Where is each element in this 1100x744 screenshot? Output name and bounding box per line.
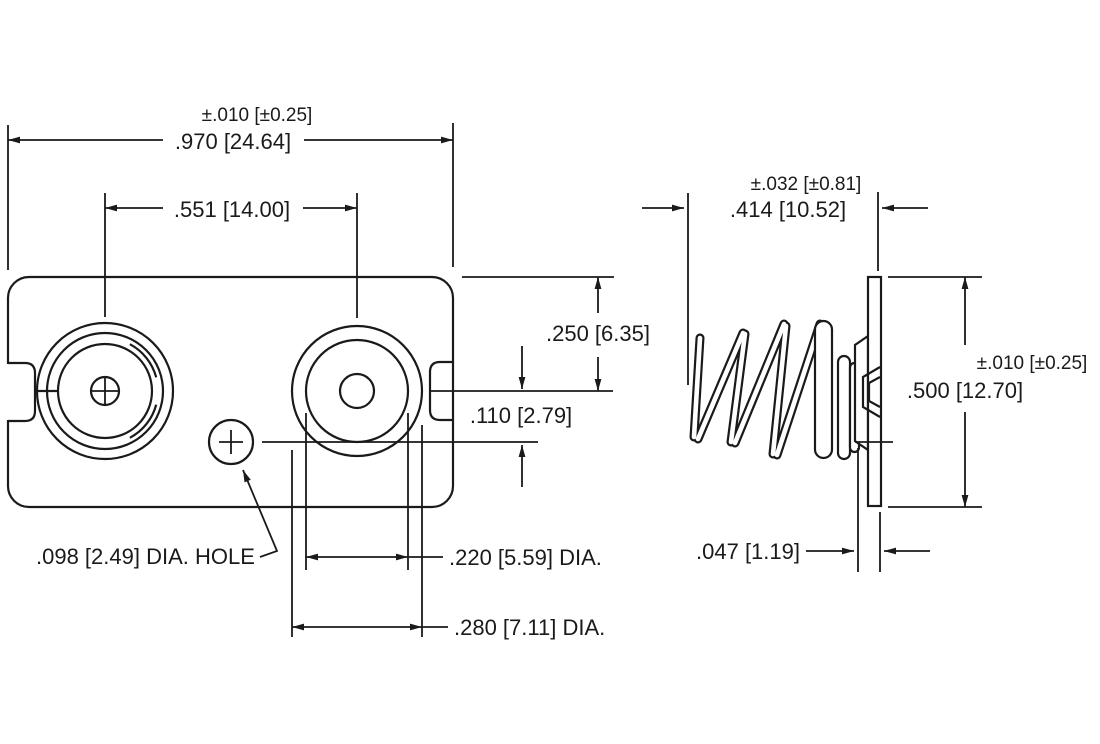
hole-callout-label: .098 [2.49] DIA. HOLE: [36, 544, 255, 569]
rivet-hole: [207, 418, 255, 466]
dim-contact-inner-diameter: .220 [5.59] DIA.: [305, 413, 602, 570]
plate-height-label: .500 [12.70]: [907, 378, 1023, 403]
contact-crimp-arc-bottom: [129, 404, 158, 439]
top-edge-to-center-label: .250 [6.35]: [546, 321, 650, 346]
spring-seat-coil-1: [836, 354, 852, 461]
rivet-flange: [853, 333, 870, 453]
left-edge-notch: [6, 361, 37, 423]
spring-coils: [689, 319, 861, 461]
dim-top-edge-to-center: .250 [6.35]: [430, 276, 650, 392]
dim-center-to-hole: .110 [2.79]: [262, 346, 572, 487]
plate-height-tolerance-label: ±.010 [±0.25]: [977, 353, 1088, 374]
plate-thickness-label: .047 [1.19]: [696, 539, 800, 564]
contact-inner-diameter-label: .220 [5.59] DIA.: [449, 545, 602, 570]
right-contact-terminal: [290, 324, 424, 458]
dim-overall-width: ±.010 [±0.25] .970 [24.64]: [7, 105, 454, 270]
hole-cross-mark: [219, 430, 243, 454]
spring-end-coil: [813, 319, 834, 460]
dim-contact-outer-diameter: .280 [7.11] DIA.: [291, 425, 605, 640]
contact-crimp-arc-top: [129, 343, 158, 378]
center-to-hole-label: .110 [2.79]: [470, 403, 572, 428]
contact-spacing-label: .551 [14.00]: [174, 197, 290, 222]
spring-length-tolerance-label: ±.032 [±0.81]: [751, 174, 862, 195]
front-plate-outline: [6, 275, 455, 509]
overall-width-tolerance-label: ±.010 [±0.25]: [202, 105, 313, 126]
center-cross-mark: [92, 378, 118, 404]
dim-contact-spacing: .551 [14.00]: [104, 193, 358, 318]
dim-hole-callout: .098 [2.49] DIA. HOLE: [36, 469, 279, 569]
side-view: [689, 275, 893, 508]
overall-width-label: .970 [24.64]: [175, 129, 291, 154]
dim-plate-height: ±.010 [±0.25] .500 [12.70]: [888, 276, 1088, 508]
dim-spring-length: ±.032 [±0.81] .414 [10.52]: [642, 174, 928, 385]
left-contact-terminal: [35, 321, 175, 461]
contact-outer-diameter-label: .280 [7.11] DIA.: [454, 615, 605, 640]
dim-plate-thickness: .047 [1.19]: [696, 448, 930, 572]
spring-length-label: .414 [10.52]: [730, 197, 846, 222]
front-view: [6, 275, 455, 509]
rivet-profile-lines: [861, 366, 881, 418]
